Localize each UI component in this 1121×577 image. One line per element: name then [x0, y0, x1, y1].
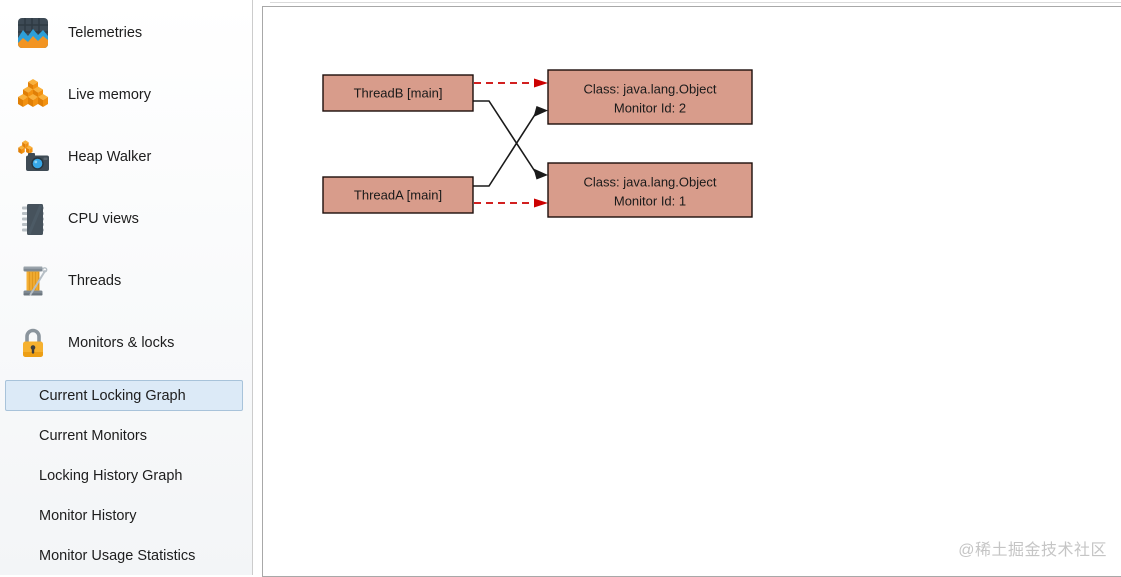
node-monitor-1-class: Class: java.lang.Object: [584, 175, 717, 190]
edge-threadb-holds-monitor1: [473, 100, 537, 174]
telemetries-icon: [18, 18, 48, 48]
monitors-locks-icon: [23, 328, 43, 357]
sidebar-item-threads[interactable]: Threads: [0, 250, 252, 312]
sidebar-subitem-current-monitors[interactable]: Current Monitors: [5, 420, 243, 451]
sidebar-subitem-monitor-history[interactable]: Monitor History: [5, 500, 243, 531]
heap-walker-icon: [18, 140, 49, 171]
sidebar-item-monitors-locks[interactable]: Monitors & locks: [0, 312, 252, 374]
node-thread-b[interactable]: ThreadB [main]: [322, 74, 474, 112]
cpu-views-icon: [22, 204, 44, 235]
sidebar-item-label: Telemetries: [68, 25, 143, 41]
sidebar-subitem-label: Current Monitors: [39, 427, 147, 444]
sidebar-item-telemetries[interactable]: Telemetries: [0, 2, 252, 64]
node-thread-b-label: ThreadB [main]: [354, 86, 443, 101]
node-thread-a-label: ThreadA [main]: [354, 188, 442, 203]
locking-graph: ThreadB [main] ThreadA [main] Class: jav…: [322, 69, 753, 218]
sidebar-item-label: CPU views: [68, 211, 139, 227]
sidebar-subitem-label: Current Locking Graph: [39, 387, 186, 404]
watermark: @稀土掘金技术社区: [958, 542, 1107, 559]
sidebar-subitem-label: Monitor Usage Statistics: [39, 547, 196, 564]
node-monitor-2[interactable]: Class: java.lang.Object Monitor Id: 2: [547, 69, 753, 125]
node-thread-a[interactable]: ThreadA [main]: [322, 176, 474, 214]
live-memory-icon: [18, 79, 48, 107]
sidebar-item-heap-walker[interactable]: Heap Walker: [0, 126, 252, 188]
sidebar-subitem-label: Locking History Graph: [39, 467, 183, 484]
sidebar-item-live-memory[interactable]: Live memory: [0, 64, 252, 126]
window-top-edge: [270, 2, 1121, 3]
node-monitor-2-id: Monitor Id: 2: [614, 101, 686, 116]
sidebar-subitem-current-locking-graph[interactable]: Current Locking Graph: [5, 380, 243, 411]
node-monitor-2-class: Class: java.lang.Object: [584, 82, 717, 97]
edge-threada-holds-monitor2: [473, 112, 537, 187]
sidebar-item-label: Threads: [68, 273, 122, 289]
threads-icon: [23, 266, 48, 296]
sidebar: Telemetries: [0, 0, 253, 575]
sidebar-main-nav: Telemetries: [0, 0, 252, 374]
sidebar-subitem-label: Monitor History: [39, 507, 137, 524]
sidebar-item-cpu-views[interactable]: CPU views: [0, 188, 252, 250]
node-monitor-1[interactable]: Class: java.lang.Object Monitor Id: 1: [547, 162, 753, 218]
sidebar-sub-nav: Current Locking Graph Current Monitors L…: [0, 376, 252, 576]
sidebar-subitem-locking-history-graph[interactable]: Locking History Graph: [5, 460, 243, 491]
edge-threada-waits-monitor1-arrowhead: [534, 198, 548, 208]
node-monitor-1-id: Monitor Id: 1: [614, 194, 686, 209]
sidebar-item-label: Live memory: [68, 87, 151, 103]
edge-threadb-waits-monitor2-arrowhead: [534, 78, 548, 88]
sidebar-subitem-monitor-usage-statistics[interactable]: Monitor Usage Statistics: [5, 540, 243, 571]
edge-threada-holds-monitor2-arrowhead: [533, 106, 548, 117]
sidebar-item-label: Heap Walker: [68, 149, 152, 165]
edge-threadb-holds-monitor1-arrowhead: [533, 168, 548, 180]
sidebar-item-label: Monitors & locks: [68, 335, 175, 351]
